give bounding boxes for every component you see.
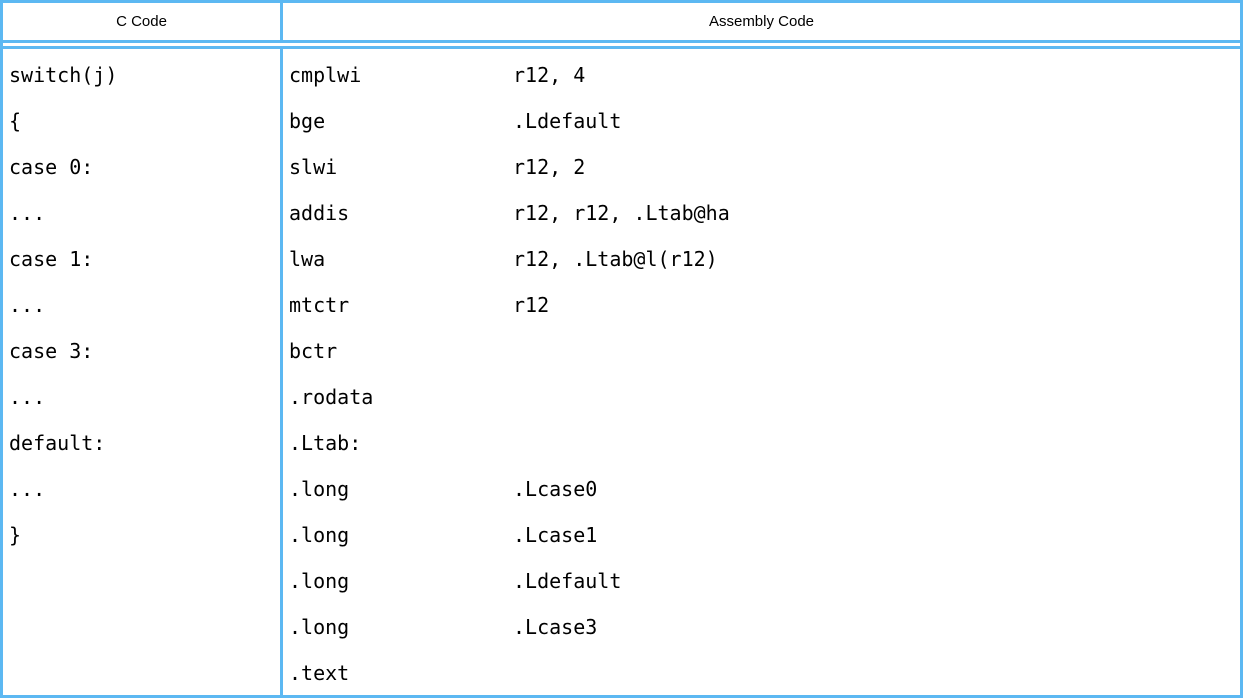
c-code-line: switch(j) bbox=[9, 63, 118, 87]
asm-code-line: lwa r12, .Ltab@l(r12) bbox=[283, 236, 1240, 282]
asm-code-line: slwi r12, 2 bbox=[283, 144, 1240, 190]
asm-operand: .Lcase0 bbox=[513, 477, 598, 501]
header-c-code: C Code bbox=[3, 3, 283, 40]
c-code-line: { bbox=[9, 109, 22, 133]
asm-code-line: .rodata bbox=[283, 374, 1240, 420]
asm-mnemonic: .long bbox=[289, 569, 350, 593]
c-code-cell: switch(j) { case 0:... case 1:... case 3:...… bbox=[3, 49, 283, 695]
asm-operand: .Ldefault bbox=[513, 569, 622, 593]
asm-mnemonic: .rodata bbox=[289, 385, 374, 409]
asm-operand: r12 bbox=[513, 293, 550, 317]
asm-mnemonic: bctr bbox=[289, 339, 338, 363]
c-code-line: case 0: bbox=[9, 155, 94, 179]
asm-code-line: bge .Ldefault bbox=[283, 98, 1240, 144]
asm-code-line: cmplwi r12, 4 bbox=[283, 52, 1240, 98]
asm-code-line: .long .Ldefault bbox=[283, 558, 1240, 604]
c-code-line: default: bbox=[9, 431, 106, 455]
c-code-line: } bbox=[9, 523, 22, 547]
asm-operand: r12, .Ltab@l(r12) bbox=[513, 247, 718, 271]
asm-code-line: .Ltab: bbox=[283, 420, 1240, 466]
asm-mnemonic: .Ltab: bbox=[289, 431, 362, 455]
table-header-row: C Code Assembly Code bbox=[3, 3, 1240, 49]
asm-mnemonic: addis bbox=[289, 201, 350, 225]
assembly-code-cell: cmplwi r12, 4 bge .Ldefault slwi r12, 2 addis r… bbox=[283, 49, 1240, 695]
asm-operand: .Lcase1 bbox=[513, 523, 598, 547]
asm-mnemonic: cmplwi bbox=[289, 63, 362, 87]
c-code-line: case 3: bbox=[9, 339, 94, 363]
asm-code-line: addis r12, r12, .Ltab@ha bbox=[283, 190, 1240, 236]
asm-operand: r12, r12, .Ltab@ha bbox=[513, 201, 730, 225]
asm-code-line: .long .Lcase3 bbox=[283, 604, 1240, 650]
asm-mnemonic: mtctr bbox=[289, 293, 350, 317]
asm-mnemonic: .long bbox=[289, 523, 350, 547]
asm-mnemonic: .text bbox=[289, 661, 350, 685]
c-code-line: ... bbox=[9, 385, 46, 409]
asm-code-line: .long .Lcase0 bbox=[283, 466, 1240, 512]
c-code-line: ... bbox=[9, 201, 46, 225]
asm-operand: r12, 4 bbox=[513, 63, 586, 87]
asm-code-line: mtctr r12 bbox=[283, 282, 1240, 328]
asm-operand: .Ldefault bbox=[513, 109, 622, 133]
asm-mnemonic: .long bbox=[289, 477, 350, 501]
asm-mnemonic: lwa bbox=[289, 247, 326, 271]
asm-code-line: .long .Lcase1 bbox=[283, 512, 1240, 558]
asm-code-line: .text bbox=[283, 650, 1240, 695]
asm-mnemonic: bge bbox=[289, 109, 326, 133]
table-body-row: switch(j) { case 0:... case 1:... case 3:...… bbox=[3, 49, 1240, 695]
c-code-line: ... bbox=[9, 477, 46, 501]
c-code-line: case 1: bbox=[9, 247, 94, 271]
asm-operand: .Lcase3 bbox=[513, 615, 598, 639]
asm-mnemonic: slwi bbox=[289, 155, 338, 179]
asm-operand: r12, 2 bbox=[513, 155, 586, 179]
asm-code-line: bctr bbox=[283, 328, 1240, 374]
header-assembly-code: Assembly Code bbox=[708, 13, 815, 30]
c-code-line: ... bbox=[9, 293, 46, 317]
asm-mnemonic: .long bbox=[289, 615, 350, 639]
